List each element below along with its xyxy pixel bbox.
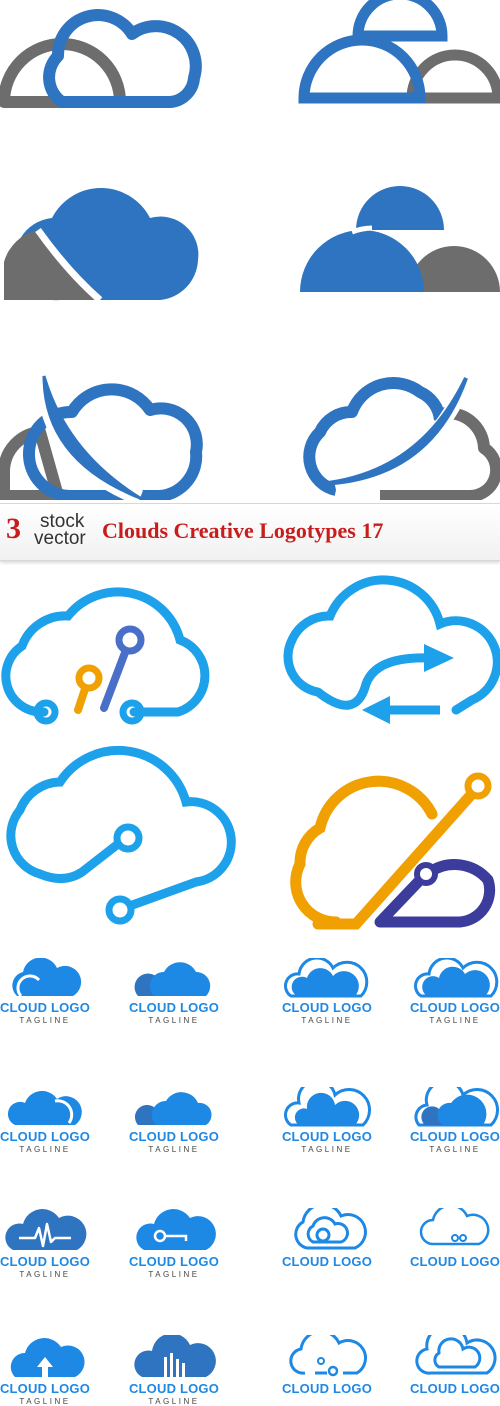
- logo-label: CLOUD LOGO: [128, 1254, 220, 1269]
- small-logo-outline-double-cloud: CLOUD LOGO TAGLINE: [277, 958, 377, 1025]
- logo-label: CLOUD LOGO: [281, 1129, 373, 1144]
- logo-label: CLOUD LOGO: [281, 1000, 373, 1015]
- middle-logo-section: [0, 560, 500, 950]
- middle-logo-grid: [1, 575, 500, 930]
- swoosh-cloud-left-icon: [0, 375, 203, 500]
- small-logo-outline-shifted-cloud: CLOUD LOGO TAGLINE: [405, 958, 500, 1025]
- small-logo-bars-cloud: CLOUD LOGO TAGLINE: [124, 1335, 224, 1406]
- logo-tagline: TAGLINE: [148, 1145, 200, 1154]
- logo-label: CLOUD LOGO: [128, 1129, 220, 1144]
- logo-label: CLOUD LOGO: [281, 1254, 373, 1269]
- ring-layered-cloud-icon: [414, 1087, 499, 1127]
- small-logo-filled-double-cloud: CLOUD LOGO TAGLINE: [0, 958, 95, 1025]
- logo-tagline: TAGLINE: [429, 1016, 481, 1025]
- filled-blue-cloud-gray-drop-icon: [4, 187, 199, 303]
- twin-cloud-icon: [134, 1092, 212, 1125]
- small-logo-bold-cloud: CLOUD LOGO TAGLINE: [0, 1087, 95, 1154]
- top-logo-grid: [0, 0, 500, 500]
- upload-arrow-cloud-icon: [10, 1338, 85, 1377]
- circuit-line-cloud-icon: [6, 746, 236, 925]
- small-logo-outline-swirl-cloud: CLOUD LOGO: [277, 1208, 377, 1269]
- logo-tagline: TAGLINE: [148, 1016, 200, 1025]
- small-logo-filled-layered-cloud: CLOUD LOGO TAGLINE: [124, 958, 224, 1025]
- double-ring-cloud-icon: [415, 1335, 497, 1375]
- small-logo-twin-cloud: CLOUD LOGO TAGLINE: [124, 1087, 224, 1154]
- small-logo-upload-cloud: CLOUD LOGO TAGLINE: [0, 1335, 95, 1406]
- ring-cloud-icon: [284, 1087, 371, 1127]
- blue-gray-semicircle-clouds-icon: [298, 0, 500, 104]
- outline-double-cloud-icon: [284, 958, 369, 998]
- small-logo-pulse-cloud: CLOUD LOGO TAGLINE: [0, 1208, 95, 1279]
- brand-word-vector: vector: [34, 528, 86, 549]
- logo-label: CLOUD LOGO: [409, 1254, 500, 1269]
- brand-word-stock: stock: [40, 511, 85, 532]
- small-logo-outline-circuit-cloud: CLOUD LOGO: [277, 1335, 377, 1396]
- layered-cloud-icon: [134, 962, 211, 996]
- small-logo-key-cloud: CLOUD LOGO TAGLINE: [124, 1208, 224, 1279]
- logo-label: CLOUD LOGO: [281, 1381, 373, 1396]
- logo-tagline: TAGLINE: [301, 1145, 353, 1154]
- logo-tagline: TAGLINE: [301, 1016, 353, 1025]
- bars-cloud-icon: [134, 1335, 216, 1377]
- logo-label: CLOUD LOGO: [409, 1129, 500, 1144]
- tech-circuit-cloud-icon: [1, 587, 210, 725]
- logo-label: CLOUD LOGO: [409, 1381, 500, 1396]
- small-logo-grid: CLOUD LOGO TAGLINE CLOUD LOGO TAGLINE CL…: [0, 950, 500, 1406]
- swirl-cloud-icon: [294, 1208, 367, 1250]
- double-cloud-icon: [12, 958, 82, 997]
- pulse-cloud-icon: [5, 1209, 87, 1250]
- logo-label: CLOUD LOGO: [0, 1381, 91, 1396]
- filled-stacked-semicircle-clouds-icon: [300, 186, 500, 294]
- small-logo-outline-node-cloud: CLOUD LOGO: [405, 1208, 500, 1269]
- logo-label: CLOUD LOGO: [409, 1000, 500, 1015]
- logo-tagline: TAGLINE: [19, 1145, 71, 1154]
- logo-label: CLOUD LOGO: [128, 1381, 220, 1396]
- top-logo-section: [0, 0, 500, 500]
- small-logo-ring-layered-cloud: CLOUD LOGO TAGLINE: [405, 1087, 500, 1154]
- cloud-outline-over-gray-semicircle-icon: [0, 9, 202, 108]
- small-logo-ring-cloud: CLOUD LOGO TAGLINE: [277, 1087, 377, 1154]
- logo-tagline: TAGLINE: [429, 1145, 481, 1154]
- logo-tagline: TAGLINE: [148, 1397, 200, 1406]
- banner-title: Clouds Creative Logotypes 17: [102, 518, 384, 543]
- logo-label: CLOUD LOGO: [128, 1000, 220, 1015]
- logo-tagline: TAGLINE: [19, 1016, 71, 1025]
- outline-shifted-cloud-icon: [414, 958, 499, 998]
- outline-circuit-cloud-icon: [289, 1335, 367, 1377]
- swoosh-cloud-right-icon: [303, 377, 500, 500]
- logo-tagline: TAGLINE: [19, 1397, 71, 1406]
- logo-label: CLOUD LOGO: [0, 1254, 91, 1269]
- sync-arrows-cloud-icon: [283, 575, 500, 724]
- bold-cloud-icon: [7, 1090, 82, 1125]
- orange-indigo-circuit-cloud-icon: [290, 772, 496, 930]
- brand-number: 3: [6, 512, 21, 545]
- logo-tagline: TAGLINE: [148, 1270, 200, 1279]
- node-cloud-icon: [419, 1208, 490, 1246]
- logo-label: CLOUD LOGO: [0, 1000, 91, 1015]
- logo-label: CLOUD LOGO: [0, 1129, 91, 1144]
- small-logo-outline-double-ring-cloud: CLOUD LOGO: [405, 1335, 500, 1396]
- title-banner: 3 stock vector Clouds Creative Logotypes…: [0, 503, 500, 561]
- logo-tagline: TAGLINE: [19, 1270, 71, 1279]
- key-cloud-icon: [136, 1209, 216, 1250]
